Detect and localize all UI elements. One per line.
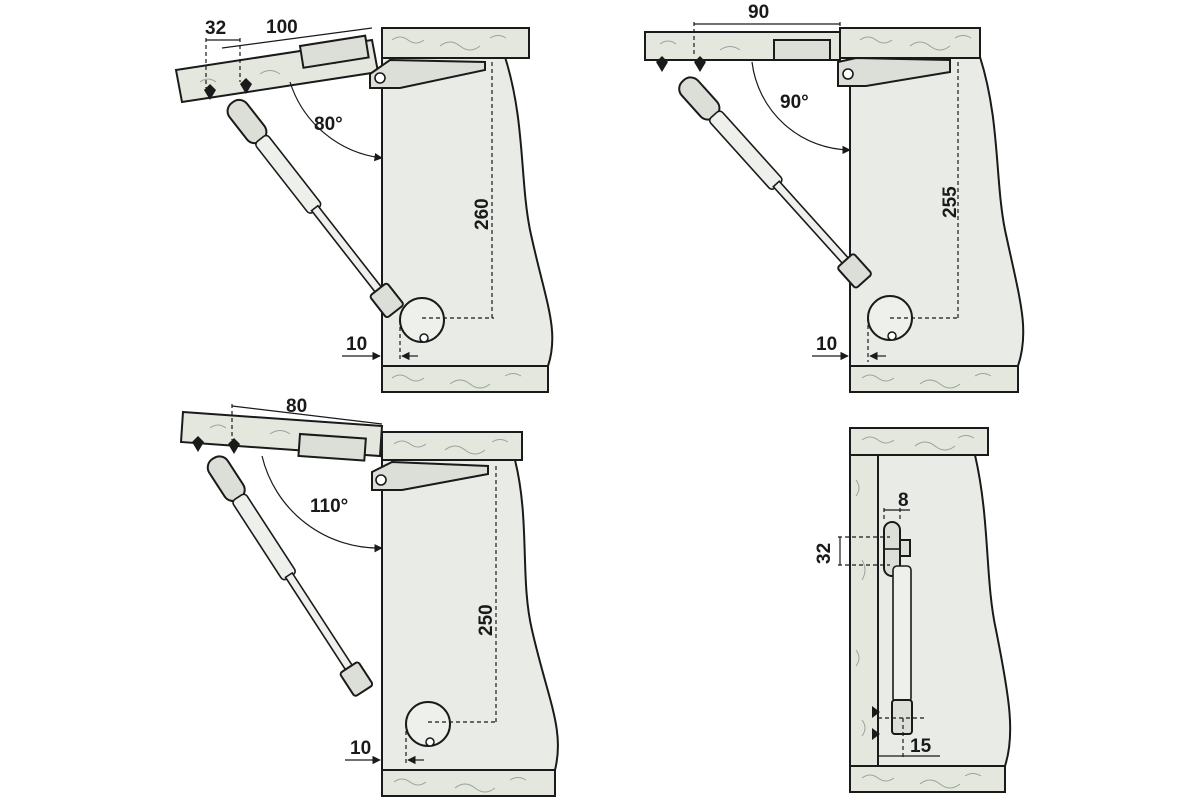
screw-icon <box>656 56 668 72</box>
view-90-degree: 255 90° 10 90 <box>644 2 1025 393</box>
hinge-cup <box>298 34 370 69</box>
wood-grain <box>859 35 972 51</box>
mounting-screw-hole <box>419 333 429 343</box>
view-80-degree: 260 80° 10 32 100 <box>174 17 554 393</box>
wood-grain <box>391 373 522 389</box>
gas-strut <box>226 98 404 318</box>
opening-angle-label: 110° <box>310 496 348 517</box>
mounting-screw-hole <box>425 737 435 747</box>
view-closed: 8 32 15 <box>814 427 1012 793</box>
opening-angle-label: 90° <box>780 92 809 113</box>
view-110-degree: 250 110° 10 80 <box>179 396 559 797</box>
screw-icon <box>204 84 216 100</box>
spacing-label: 32 <box>205 18 226 39</box>
hinge-cup <box>773 39 831 61</box>
cabinet-bottom-board <box>849 365 1019 393</box>
hinge-arm <box>899 539 911 557</box>
height-label: 250 <box>476 604 497 636</box>
length-label: 100 <box>266 17 298 38</box>
wood-grain <box>393 439 509 455</box>
hinge-pivot <box>375 474 387 486</box>
hinge-arm <box>369 58 486 89</box>
screw-icon <box>872 728 880 740</box>
hinge-pivot <box>842 68 854 80</box>
cabinet-bottom-board <box>381 365 549 393</box>
spacing-label: 32 <box>814 543 835 564</box>
offset-label: 10 <box>350 738 371 759</box>
gas-strut <box>206 455 374 697</box>
hinge-arm <box>837 56 951 87</box>
mounting-screw-hole <box>887 331 897 341</box>
gas-strut <box>892 565 912 703</box>
length-label: 80 <box>286 396 307 417</box>
hinge-pivot <box>374 72 386 84</box>
length-dimension-line <box>221 27 373 49</box>
opening-angle-arc <box>261 455 383 553</box>
gas-strut-end <box>891 699 913 735</box>
cabinet-bottom-board <box>849 765 1006 793</box>
cabinet-door <box>849 454 879 767</box>
cabinet-bottom-board <box>381 769 556 797</box>
wood-grain <box>861 373 992 389</box>
cabinet-side-panel <box>849 56 1025 367</box>
opening-angle-label: 80° <box>314 114 343 135</box>
height-label: 260 <box>472 198 493 230</box>
wood-grain <box>391 35 507 51</box>
wood-grain <box>861 435 975 451</box>
screw-icon <box>192 436 204 452</box>
screw-icon <box>240 78 252 94</box>
screw-icon <box>228 438 240 454</box>
wood-grain <box>855 479 866 737</box>
screw-icon <box>872 706 880 718</box>
width-label: 8 <box>898 490 909 511</box>
cabinet-top-board <box>849 427 989 456</box>
cabinet-top-board <box>839 27 981 59</box>
screw-icon <box>694 56 706 72</box>
length-dimension-line <box>231 405 383 425</box>
wood-grain <box>393 777 527 793</box>
offset-label: 10 <box>816 334 837 355</box>
gas-strut <box>678 76 872 289</box>
length-label: 90 <box>748 2 769 23</box>
cabinet-side-panel <box>381 56 554 367</box>
cabinet-side-panel <box>381 459 559 771</box>
wood-grain <box>861 773 982 789</box>
offset-label: 10 <box>346 334 367 355</box>
height-label: 255 <box>940 186 961 218</box>
opening-angle-arc <box>751 61 851 155</box>
hinge-arm <box>371 460 489 491</box>
hinge-cup <box>297 432 367 462</box>
offset-label: 15 <box>910 736 932 757</box>
opening-angle-arc <box>289 81 383 162</box>
